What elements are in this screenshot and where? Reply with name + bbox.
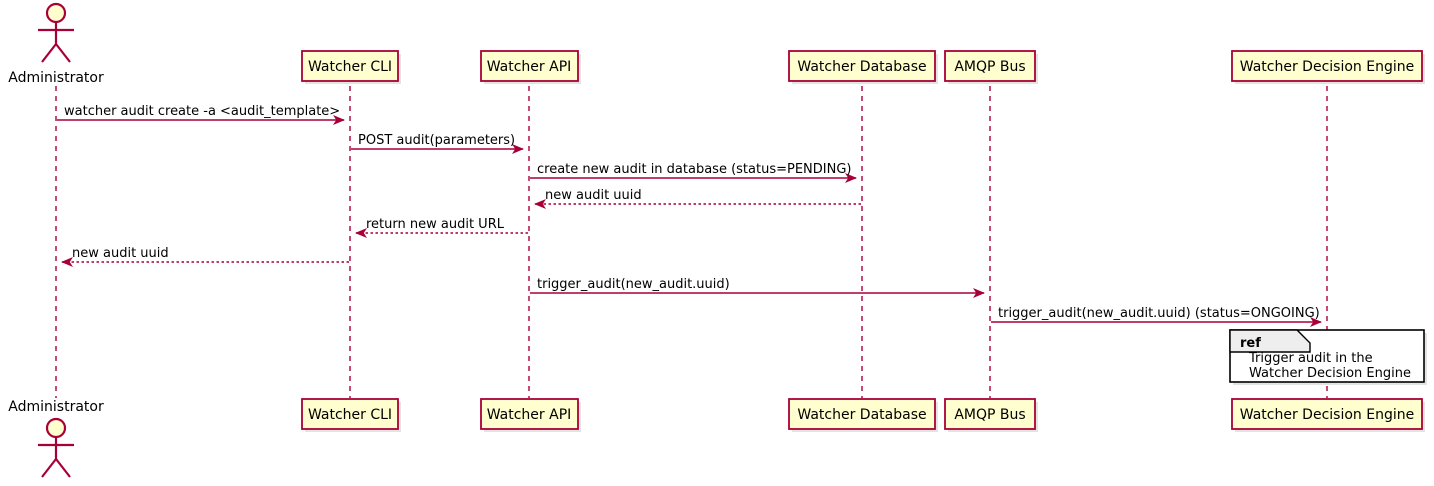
participant-label-watcher-cli-bottom: Watcher CLI [308, 407, 392, 423]
participant-box [1231, 398, 1423, 430]
ref-fragment-line-1: Trigger audit in the [1248, 351, 1373, 366]
actor-label-administrator-bottom: Administrator [8, 399, 104, 415]
message-label: return new audit URL [366, 217, 505, 232]
message-label: watcher audit create -a <audit_template> [64, 104, 340, 119]
participant-watcher-cli-bottom[interactable]: Watcher CLI [301, 398, 401, 432]
message-label: create new audit in database (status=PEN… [537, 162, 852, 177]
message-8-trigger-audit-to-decision-engine[interactable]: trigger_audit(new_audit.uuid) (status=ON… [991, 306, 1322, 327]
participant-label-watcher-database-top: Watcher Database [797, 59, 926, 75]
message-label: new audit uuid [72, 246, 169, 261]
participant-box [301, 398, 399, 430]
actor-administrator-top[interactable]: Administrator [8, 2, 104, 86]
participant-label-amqp-bus-bottom: AMQP Bus [954, 407, 1025, 423]
participant-label-amqp-bus-top: AMQP Bus [954, 59, 1025, 75]
message-4-new-audit-uuid-db-to-api[interactable]: new audit uuid [534, 188, 861, 209]
ref-fragment-trigger-audit[interactable]: ref Trigger audit in the Watcher Decisio… [1229, 329, 1427, 385]
message-label: new audit uuid [545, 188, 642, 203]
participant-watcher-decision-engine-top[interactable]: Watcher Decision Engine [1231, 50, 1425, 84]
message-label: trigger_audit(new_audit.uuid) [537, 277, 730, 292]
participant-box [944, 398, 1036, 430]
actor-label-administrator-top: Administrator [8, 70, 104, 86]
actor-stick-figure-icon [38, 2, 74, 63]
participant-label-watcher-cli-top: Watcher CLI [308, 59, 392, 75]
ref-fragment-tag-shape [1229, 329, 1311, 353]
participant-watcher-database-top[interactable]: Watcher Database [788, 50, 938, 84]
participant-box [1231, 50, 1423, 82]
participant-label-watcher-decision-engine-bottom: Watcher Decision Engine [1240, 407, 1414, 423]
message-5-return-new-audit-url[interactable]: return new audit URL [355, 217, 528, 238]
participant-amqp-bus-top[interactable]: AMQP Bus [944, 50, 1038, 84]
participant-box [480, 50, 579, 82]
message-label: trigger_audit(new_audit.uuid) (status=ON… [998, 306, 1320, 321]
participant-watcher-api-bottom[interactable]: Watcher API [480, 398, 581, 432]
ref-fragment-line-2: Watcher Decision Engine [1249, 366, 1411, 381]
message-2-post-audit-parameters[interactable]: POST audit(parameters) [351, 133, 524, 154]
message-6-new-audit-uuid-cli-to-admin[interactable]: new audit uuid [61, 246, 349, 267]
participant-label-watcher-api-top: Watcher API [487, 59, 572, 75]
message-1-watcher-audit-create[interactable]: watcher audit create -a <audit_template> [57, 104, 345, 125]
actor-stick-figure-icon-bottom [38, 417, 74, 478]
message-label: POST audit(parameters) [358, 133, 515, 148]
participant-box [788, 398, 936, 430]
participant-box [301, 50, 399, 82]
participant-label-watcher-decision-engine-top: Watcher Decision Engine [1240, 59, 1414, 75]
lifelines-group [55, 86, 1328, 398]
participant-watcher-cli-top[interactable]: Watcher CLI [301, 50, 401, 84]
message-7-trigger-audit-to-amqp[interactable]: trigger_audit(new_audit.uuid) [530, 277, 985, 298]
ref-fragment-tag-label: ref [1240, 336, 1261, 351]
participant-watcher-database-bottom[interactable]: Watcher Database [788, 398, 938, 432]
participant-box [480, 398, 579, 430]
participant-box [944, 50, 1036, 82]
participant-box [788, 50, 936, 82]
participant-watcher-decision-engine-bottom[interactable]: Watcher Decision Engine [1231, 398, 1425, 432]
participant-watcher-api-top[interactable]: Watcher API [480, 50, 581, 84]
participant-label-watcher-api-bottom: Watcher API [487, 407, 572, 423]
participant-label-watcher-database-bottom: Watcher Database [797, 407, 926, 423]
actor-administrator-bottom[interactable]: Administrator [8, 399, 104, 478]
message-3-create-new-audit-in-database[interactable]: create new audit in database (status=PEN… [530, 162, 857, 183]
participant-amqp-bus-bottom[interactable]: AMQP Bus [944, 398, 1038, 432]
